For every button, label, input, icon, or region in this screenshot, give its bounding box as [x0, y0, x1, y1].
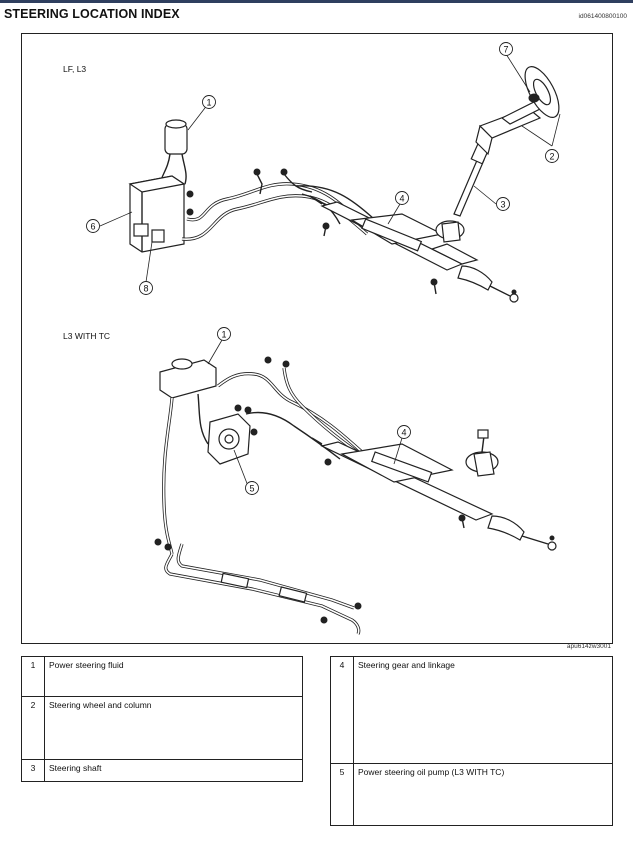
- legend-number: 2: [21, 696, 45, 760]
- bottom-hoses: [217, 356, 373, 464]
- bottom-assembly: 1 4 5: [154, 327, 557, 635]
- callout-3: 3: [473, 185, 510, 211]
- bottom-reservoir-illustration: [159, 358, 217, 555]
- top-steering-shaft-illustration: [453, 143, 490, 217]
- legend-number: 5: [330, 763, 354, 826]
- bottom-steering-rack-illustration: [311, 429, 557, 551]
- figure-code: apu614zw3001: [566, 643, 611, 650]
- callout-4-bottom: 4: [393, 425, 411, 465]
- svg-text:8: 8: [143, 284, 148, 294]
- legend-number: 3: [21, 759, 45, 782]
- legend-label: Steering gear and linkage: [353, 656, 613, 764]
- diagram-illustration: 1 7 2 3 4 6: [86, 42, 561, 635]
- legend-label: Steering wheel and column: [44, 696, 303, 760]
- steering-column-illustration: [475, 66, 560, 156]
- svg-text:1: 1: [206, 98, 211, 108]
- legend-label: Steering shaft: [44, 759, 303, 782]
- top-steering-rack-illustration: [309, 195, 519, 303]
- variant-label-bottom: L3 WITH TC: [63, 331, 111, 341]
- callout-5: 5: [233, 449, 259, 495]
- variant-label-top: LF, L3: [63, 64, 87, 74]
- legend-label: Power steering oil pump (L3 WITH TC): [353, 763, 613, 826]
- document-id: id061400800100: [578, 13, 627, 20]
- top-assembly: 1 7 2 3 4 6: [86, 42, 561, 303]
- fluid-reservoir-illustration: [159, 119, 188, 185]
- bottom-pump-illustration: [207, 406, 258, 465]
- bottom-cooler-line: [154, 538, 362, 635]
- callout-1-top: 1: [187, 95, 216, 131]
- legend-table-right: 4 Steering gear and linkage 5 Power stee…: [330, 656, 613, 826]
- callout-7: 7: [499, 42, 531, 93]
- steering-diagram: LF, L3 L3 WITH TC: [21, 33, 613, 644]
- callout-4-top: 4: [387, 191, 409, 225]
- svg-text:5: 5: [249, 484, 254, 494]
- legend-row: 5 Power steering oil pump (L3 WITH TC): [330, 763, 613, 826]
- pump-block-illustration: [128, 175, 194, 253]
- svg-text:6: 6: [90, 222, 95, 232]
- callout-8: 8: [139, 241, 153, 295]
- legend-row: 1 Power steering fluid: [21, 656, 303, 697]
- legend-row: 3 Steering shaft: [21, 759, 303, 782]
- callout-1-bottom: 1: [207, 327, 231, 365]
- callout-2: 2: [521, 113, 561, 163]
- svg-text:2: 2: [549, 152, 554, 162]
- svg-text:7: 7: [503, 45, 508, 55]
- svg-text:4: 4: [401, 428, 406, 438]
- header-bar: [0, 0, 633, 3]
- legend-table-left: 1 Power steering fluid 2 Steering wheel …: [21, 656, 303, 782]
- svg-text:3: 3: [500, 200, 505, 210]
- legend-number: 4: [330, 656, 354, 764]
- page-title: STEERING LOCATION INDEX: [4, 7, 180, 21]
- legend-number: 1: [21, 656, 45, 697]
- legend-row: 4 Steering gear and linkage: [330, 656, 613, 764]
- legend-row: 2 Steering wheel and column: [21, 696, 303, 760]
- top-hoses: [181, 168, 375, 241]
- svg-text:1: 1: [221, 330, 226, 340]
- legend-label: Power steering fluid: [44, 656, 303, 697]
- svg-text:4: 4: [399, 194, 404, 204]
- callout-6: 6: [86, 211, 133, 233]
